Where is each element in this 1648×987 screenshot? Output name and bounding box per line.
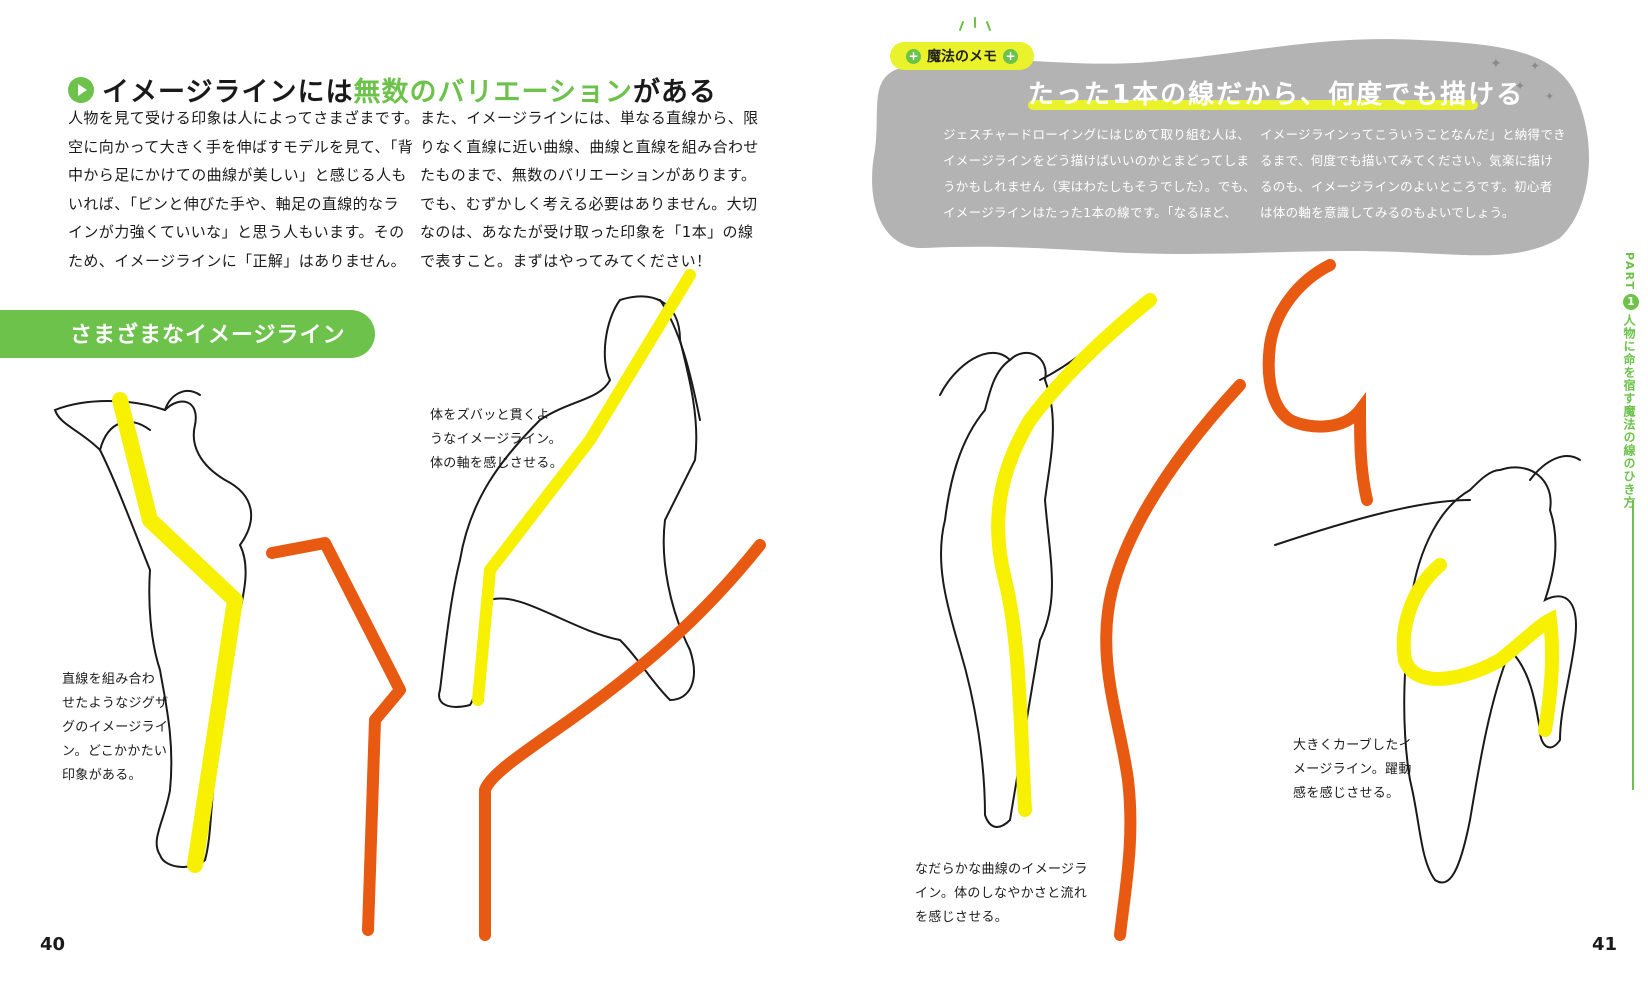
memo-title: たった1本の線だから、何度でも描ける (1028, 80, 1525, 110)
image-line-orange-zigzag (266, 537, 406, 936)
memo-tag-label: 魔法のメモ (927, 49, 997, 65)
caption-smooth: なだらかな曲線のイメージラ イン。体のしなやかさと流れ を感じさせる。 (915, 862, 1088, 925)
memo-tag: + 魔法のメモ + (890, 42, 1034, 70)
image-line-yellow-4 (1396, 558, 1560, 737)
memo-body-col2: イメージラインってこういうことなんだ」と納得でき るまで、何度でも描いてみてくだ… (1260, 127, 1566, 220)
part-number-badge: 1 (1623, 294, 1639, 311)
plus-icon: + (1003, 48, 1018, 64)
page-heading: イメージラインには無数のバリエーションがある (68, 70, 717, 109)
caption-zigzag: 直線を組み合わ せたようなジグザ グのイメージライ ン。どこかかたい 印象がある… (62, 672, 169, 783)
page-number-right: 41 (1592, 934, 1618, 955)
image-line-yellow-3 (991, 293, 1157, 817)
heading-text-1: イメージラインには (102, 77, 354, 108)
image-line-orange-curve (1262, 259, 1373, 506)
heading-text-green: 無数のバリエーション (353, 77, 633, 108)
part-title-vertical: 人物に命を宿す魔法の線のひき方 (1622, 314, 1636, 510)
memo-body-col1: ジェスチャードローイングにはじめて取り組む人は、 イメージラインをどう描けばいい… (943, 127, 1256, 220)
svg-text:✦: ✦ (1545, 90, 1554, 103)
sidebar-rule (1632, 500, 1634, 790)
part-sidebar: PART 1 人物に命を宿す魔法の線のひき方 (1622, 252, 1640, 509)
section-title: さまざまなイメージライン (70, 323, 346, 348)
caption-pierce: 体をズバッと貫くよ うなイメージライン。 体の軸を感じさせる。 (430, 408, 564, 471)
caption-curve: 大きくカーブしたイ メージライン。躍動 感を感じさせる。 (1293, 738, 1412, 801)
page-number-left: 40 (40, 934, 66, 955)
body-column-1: 人物を見て受ける印象は人によってさまざまです。 空に向かって大きく手を伸ばすモデ… (68, 109, 420, 270)
part-label: PART (1623, 252, 1636, 292)
body-column-2: また、イメージラインには、単なる直線から、限 りなく直線に近い曲線、曲線と直線を… (420, 109, 759, 270)
memo-title-underline (1028, 100, 1478, 110)
svg-text:✦: ✦ (1515, 79, 1525, 93)
heading-text-2: がある (632, 77, 717, 108)
svg-text:✦: ✦ (1490, 56, 1502, 72)
svg-text:✦: ✦ (1530, 59, 1540, 73)
image-line-yellow (112, 392, 243, 873)
image-line-orange-straight (479, 539, 766, 941)
image-line-orange-smooth (1100, 379, 1246, 941)
plus-icon: + (906, 48, 921, 64)
play-icon (68, 76, 94, 103)
image-line-yellow-2 (472, 269, 696, 706)
section-band (0, 310, 375, 358)
